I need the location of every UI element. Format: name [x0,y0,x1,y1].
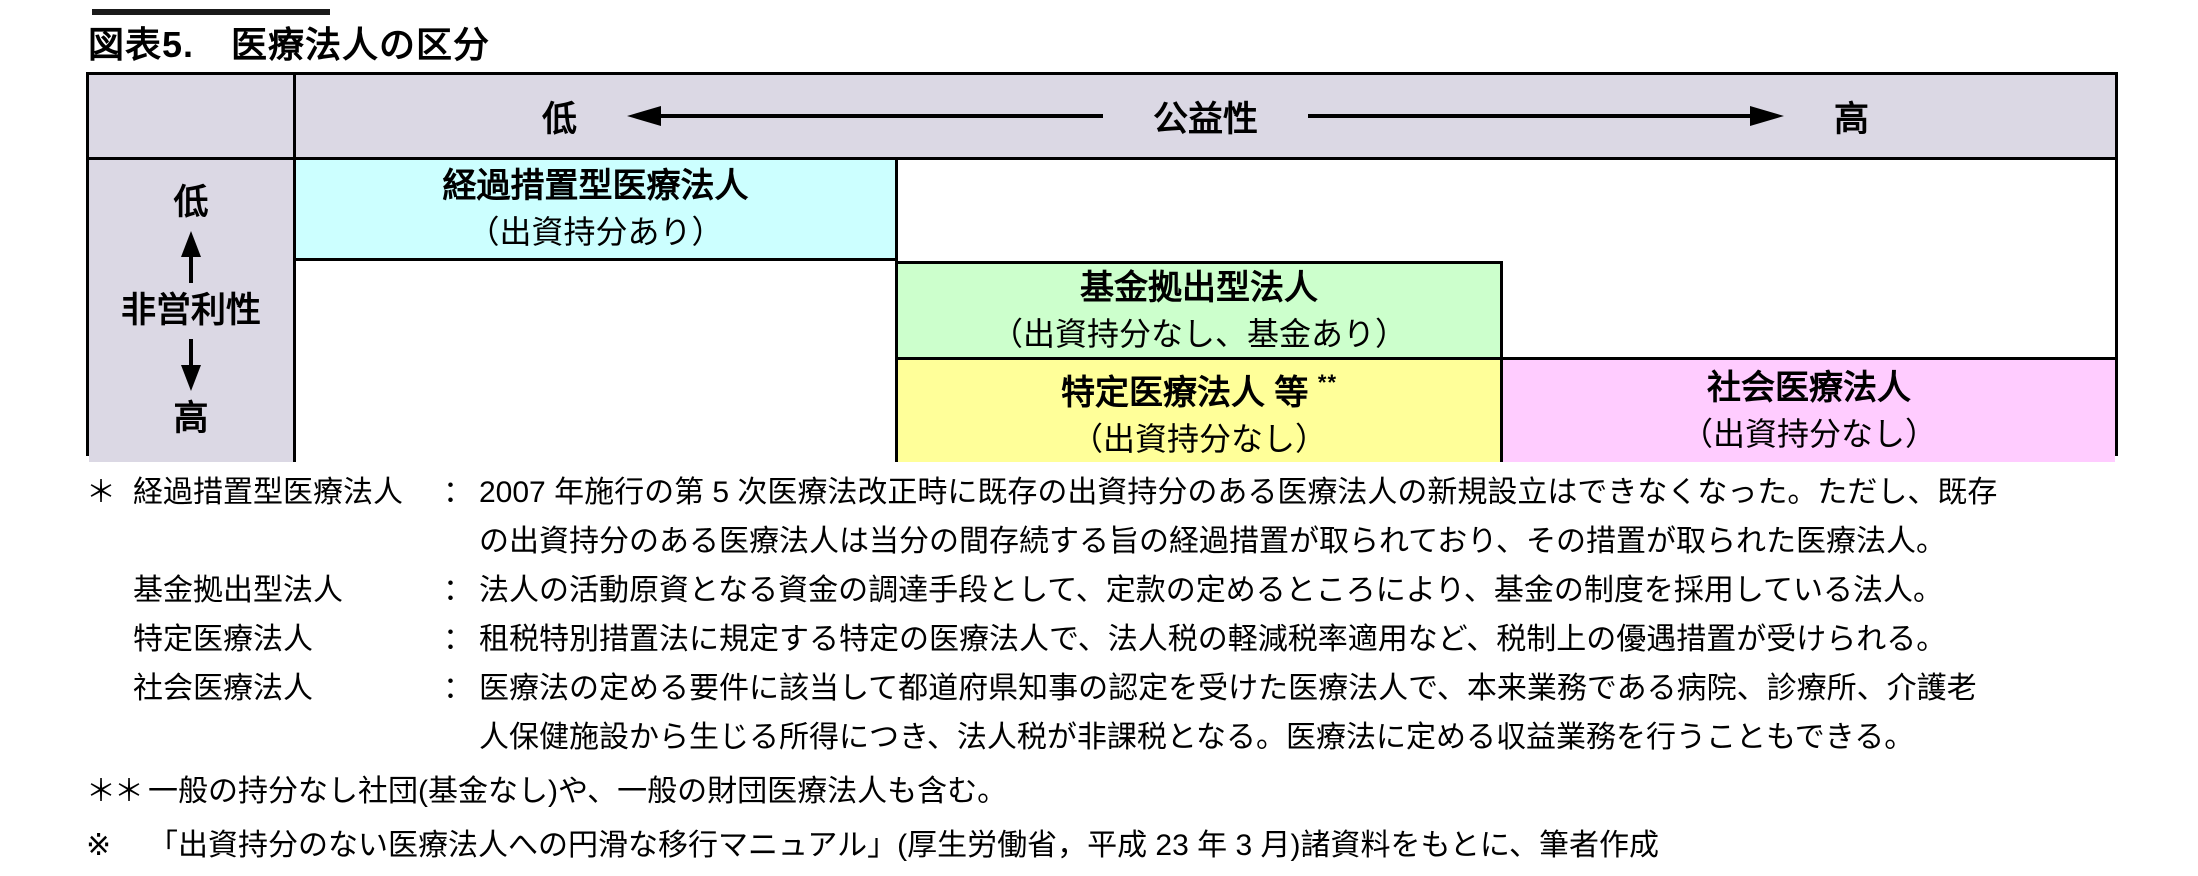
footnote-colon: ： [443,476,473,509]
footnote-transitional: ＊ 経過措置型医療法人 ： 2007 年施行の第 5 次医療法改正時に既存の出資… [86,468,2162,566]
y-axis-header: 低 非営利性 高 [89,160,296,462]
cell-title-text: 特定医療法人 等 [1060,374,1309,412]
footnote-text: 一般の持分なし社団(基金なし)や、一般の財団医療法人も含む。 [148,775,1008,808]
empty-cell-middle-right [1503,261,2115,360]
asterisk-marker: ＊ [86,476,116,509]
double-asterisk-marker: ＊＊ [86,775,144,808]
classification-matrix-table: 低 公益性 高 低 非営利性 高 [86,72,2118,462]
footnote-social: 社会医療法人 ： 医療法の定める要件に該当して都道府県知事の認定を受けた医療法人… [86,664,2162,762]
cell-subtitle: （出資持分なし） [1680,416,1937,452]
reference-mark: ※ [86,829,111,862]
x-axis-low-label: 低 [541,99,577,139]
footnote-term: 社会医療法人 [133,672,313,705]
footnote-term: 基金拠出型法人 [133,574,343,607]
cell-title: 社会医療法人 [1707,369,1911,407]
footnote-text: 租税特別措置法に規定する特定の医療法人で、法人税の軽減税率適用など、税制上の優遇… [479,623,1947,656]
footnote-source: ※ 「出資持分のない医療法人への円滑な移行マニュアル」(厚生労働省，平成 23 … [86,821,2162,870]
footnote-colon: ： [443,672,473,705]
cell-title: 経過措置型医療法人 [442,167,749,205]
source-text: 「出資持分のない医療法人への円滑な移行マニュアル」(厚生労働省，平成 23 年 … [148,829,1659,862]
footnote-colon: ： [443,623,473,656]
x-axis-header: 低 公益性 高 [296,75,2115,160]
y-axis-low-label: 低 [173,183,209,222]
footnote-text: 法人の活動原資となる資金の調達手段として、定款の定めるところにより、基金の制度を… [479,574,1943,607]
figure-title: 図表5. 医療法人の区分 [88,16,491,75]
arrow-left-icon [626,106,1103,126]
arrow-right-icon [1308,106,1784,126]
cell-subtitle: （出資持分なし、基金あり） [990,315,1407,352]
cell-subtitle: （出資持分あり） [467,214,724,250]
footnote-specified: 特定医療法人 ： 租税特別措置法に規定する特定の医療法人で、法人税の軽減税率適用… [86,615,2162,664]
cell-fund-contribution-corporation: 基金拠出型法人 （出資持分なし、基金あり） [898,261,1503,360]
cell-social-medical-corporation: 社会医療法人 （出資持分なし） [1503,360,2115,462]
empty-cell-bottom-left [296,261,898,462]
cell-specified-medical-corporation: 特定医療法人 等 ** （出資持分なし） [898,360,1503,462]
double-asterisk-marker: ** [1317,370,1338,395]
footnotes-block: ＊ 経過措置型医療法人 ： 2007 年施行の第 5 次医療法改正時に既存の出資… [86,468,2162,870]
crop-artifact-line [92,9,330,15]
footnote-double-asterisk: ＊＊ 一般の持分なし社団(基金なし)や、一般の財団医療法人も含む。 [86,767,2162,816]
footnote-text: 医療法の定める要件に該当して都道府県知事の認定を受けた医療法人で、本来業務である… [479,672,1977,754]
x-axis-high-label: 高 [1834,99,1870,139]
footnote-term: 経過措置型医療法人 [133,476,403,509]
footnote-fund: 基金拠出型法人 ： 法人の活動原資となる資金の調達手段として、定款の定めるところ… [86,566,2162,615]
footnote-term: 特定医療法人 [133,623,313,656]
footnote-colon: ： [443,574,473,607]
y-axis-high-label: 高 [173,399,209,438]
y-axis-title: 非営利性 [120,291,261,330]
x-axis-title: 公益性 [1152,99,1258,139]
corner-cell [89,75,296,160]
cell-title: 特定医療法人 等 ** [1061,360,1337,416]
footnote-text: 2007 年施行の第 5 次医療法改正時に既存の出資持分のある医療法人の新規設立… [479,476,1998,558]
cell-transitional-medical-corporation: 経過措置型医療法人 （出資持分あり） [296,160,898,261]
empty-cell-top-right [898,160,2115,261]
arrow-up-icon [181,231,201,283]
cell-subtitle: （出資持分なし） [1070,421,1327,457]
cell-title: 基金拠出型法人 [1080,268,1318,307]
arrow-down-icon [181,339,201,391]
